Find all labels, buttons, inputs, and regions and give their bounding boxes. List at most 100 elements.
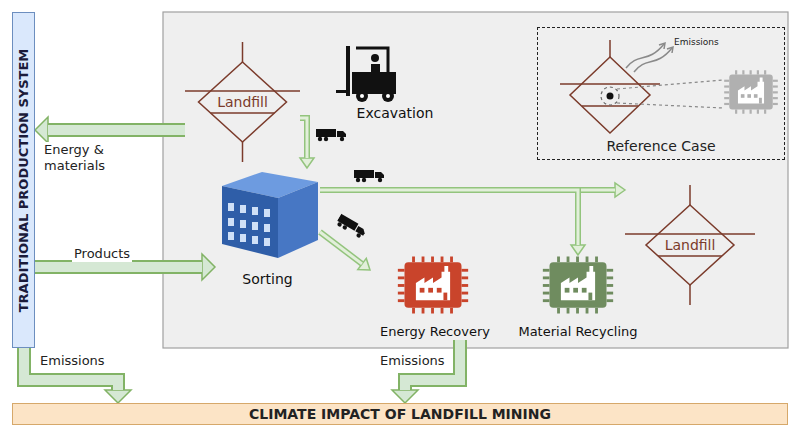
emission-waves bbox=[634, 48, 672, 72]
material-recycling-step: Material Recycling bbox=[510, 255, 646, 340]
emission-waves bbox=[667, 47, 673, 53]
transport-arrow bbox=[320, 232, 370, 270]
landfill-symbol: Landfill bbox=[185, 42, 300, 162]
arrow-head bbox=[35, 117, 48, 143]
sorting-building bbox=[222, 172, 318, 258]
forklift-icon bbox=[336, 90, 350, 93]
band-title: CLIMATE IMPACT OF LANDFILL MINING bbox=[249, 405, 551, 423]
sorting-building bbox=[240, 205, 246, 213]
sorting-building bbox=[240, 234, 246, 242]
excavation-step: Excavation bbox=[340, 45, 450, 122]
flow-arrow bbox=[392, 340, 460, 403]
step-label: Sorting bbox=[242, 271, 292, 288]
arrow-outline bbox=[24, 348, 118, 390]
reference-dot bbox=[607, 93, 614, 100]
landfill-outline bbox=[185, 90, 300, 92]
forklift-icon bbox=[386, 94, 390, 98]
arrow-fill bbox=[35, 262, 202, 272]
sorting-step: Sorting bbox=[215, 168, 320, 288]
sorting-building bbox=[264, 238, 270, 246]
note-box: Emissions bbox=[672, 30, 721, 49]
arrow-head bbox=[615, 183, 625, 197]
edge-label: Emissions bbox=[378, 353, 447, 369]
transport-arrow bbox=[300, 118, 314, 168]
landfill-label: Landfill bbox=[217, 94, 268, 111]
flow-arrow bbox=[24, 348, 131, 403]
landfill-outline bbox=[625, 233, 755, 235]
edge-label: Energy & materials bbox=[42, 142, 118, 174]
landfill-symbol: Landfill bbox=[625, 185, 755, 305]
arrow-head bbox=[392, 390, 418, 403]
energy-recovery-step: Energy Recovery bbox=[370, 255, 500, 340]
forklift-icon bbox=[336, 46, 396, 102]
reference-landfill-symbol bbox=[609, 40, 611, 57]
climate-impact-band: CLIMATE IMPACT OF LANDFILL MINING bbox=[12, 403, 788, 425]
reference-leak-cone bbox=[601, 87, 619, 105]
sorting-building bbox=[252, 222, 258, 230]
landfill-outline bbox=[658, 255, 722, 257]
edge-label: Emissions bbox=[38, 353, 107, 369]
reference-leak-cone bbox=[601, 80, 723, 108]
emission-waves bbox=[659, 43, 665, 49]
sorting-building bbox=[240, 220, 246, 228]
forklift-icon bbox=[382, 90, 394, 102]
step-label: Excavation bbox=[357, 105, 434, 122]
landfill-outline bbox=[689, 285, 691, 305]
truck-icon bbox=[335, 214, 367, 240]
arrow-head bbox=[105, 390, 131, 403]
sorting-building bbox=[278, 182, 318, 258]
forklift-icon bbox=[346, 46, 350, 96]
step-label: Energy Recovery bbox=[380, 323, 490, 340]
arrow-fill bbox=[24, 348, 118, 390]
edge-label-box: Products bbox=[72, 243, 156, 262]
arrow-head bbox=[571, 245, 585, 255]
box-title: Reference Case bbox=[606, 138, 715, 155]
sorting-building bbox=[228, 203, 234, 211]
emission-waves bbox=[626, 43, 673, 72]
arrow-head bbox=[300, 158, 314, 168]
edge-label-box: Energy & materials bbox=[42, 142, 118, 174]
material-recycling-icon bbox=[543, 257, 613, 314]
landfill-outline bbox=[646, 205, 734, 285]
mining-panel bbox=[163, 12, 788, 348]
energy-recovery-icon bbox=[398, 257, 468, 314]
arrow-outline bbox=[35, 260, 202, 274]
arrow-head bbox=[358, 258, 370, 270]
landfill-label: Landfill bbox=[665, 237, 716, 254]
reference-leak-cone bbox=[617, 103, 723, 108]
forklift-icon bbox=[356, 90, 368, 102]
truck-icon bbox=[354, 170, 384, 182]
arrow-outline bbox=[300, 118, 307, 158]
landfill-outline bbox=[211, 112, 275, 114]
arrow-fill bbox=[300, 118, 307, 158]
sorting-building bbox=[264, 224, 270, 232]
arrow-fill bbox=[48, 125, 185, 135]
reference-leak-cone bbox=[617, 80, 723, 89]
landfill-outline bbox=[199, 62, 287, 142]
reference-landfill-symbol bbox=[560, 83, 660, 85]
truck-icon bbox=[316, 129, 346, 141]
forklift-icon bbox=[356, 48, 388, 72]
arrow-fill bbox=[320, 232, 362, 264]
note-label: Emissions bbox=[672, 37, 721, 48]
reference-landfill-symbol bbox=[560, 40, 660, 133]
reference-plant-icon bbox=[724, 70, 778, 114]
landfill-outline bbox=[242, 42, 244, 62]
emission-waves bbox=[626, 44, 664, 68]
band-title: TRADITIONAL PRODUCTION SYSTEM bbox=[15, 48, 32, 312]
reference-case-box: Reference Case bbox=[537, 27, 785, 160]
sorting-building bbox=[264, 209, 270, 217]
sorting-building bbox=[252, 236, 258, 244]
landfill-outline bbox=[689, 185, 691, 205]
landfill-outline bbox=[242, 142, 244, 162]
sorting-building bbox=[228, 218, 234, 226]
arrow-outline bbox=[320, 232, 362, 264]
step-label: Material Recycling bbox=[518, 323, 637, 340]
transport-arrow bbox=[320, 190, 585, 255]
arrow-fill bbox=[320, 190, 578, 245]
forklift-icon bbox=[360, 94, 364, 98]
sorting-building bbox=[228, 232, 234, 240]
sorting-building bbox=[252, 207, 258, 215]
edge-label-box: Emissions bbox=[378, 350, 452, 369]
